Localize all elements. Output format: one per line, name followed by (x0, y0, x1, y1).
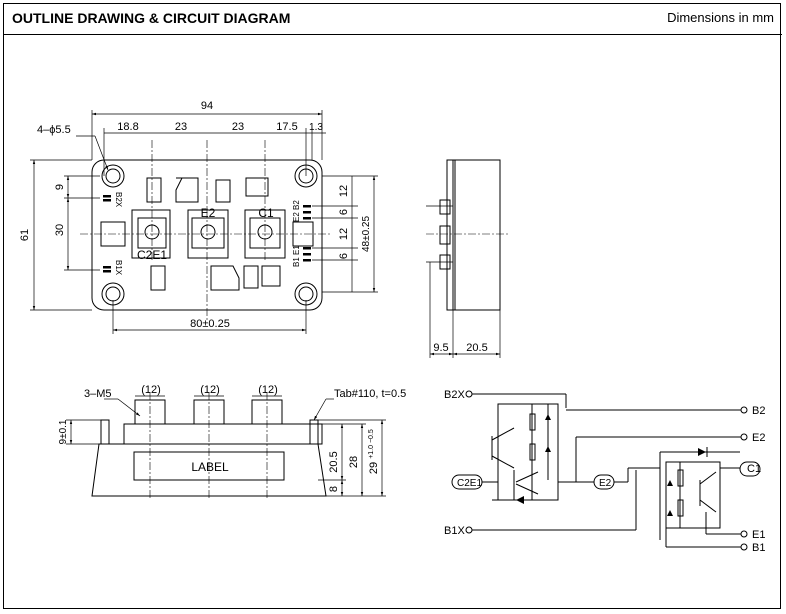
drawing-frame (3, 3, 781, 609)
front-label-text: LABEL (191, 460, 229, 474)
dim-seg-5: 1.3 (309, 122, 323, 133)
dim-r-6a: 6 (338, 209, 350, 215)
dim-overall-width: 94 (201, 100, 213, 112)
pin-label-b2x: B2X (444, 389, 465, 401)
dim-r-12a: 12 (338, 185, 350, 197)
pin-label-c2e1: C2E1 (457, 478, 482, 489)
dim-h-28: 28 (348, 456, 360, 468)
circuit-diagram: B2X B2 E2 C2E1 E2 C1 (444, 389, 765, 554)
dim-h-20-5: 20.5 (328, 451, 340, 472)
dim-seg-3: 23 (232, 121, 244, 133)
dim-h-9: 9±0.1 (58, 419, 69, 444)
pin-label-b1: B1 (752, 542, 765, 554)
body-slots (100, 177, 314, 291)
terminal-label-b1e1: B1 E1 (292, 245, 301, 267)
terminal-label-e2b2: E2 B2 (292, 200, 301, 222)
dim-r-12b: 12 (338, 228, 350, 240)
pin-label-e1: E1 (752, 529, 765, 541)
dim-width-3: (12) (258, 384, 278, 396)
terminal-label-c1: C1 (258, 206, 274, 220)
dim-width-1: (12) (141, 384, 161, 396)
dim-r-48: 48±0.25 (361, 216, 372, 253)
terminal-label-b2x: B2X (114, 192, 123, 208)
dim-top-offset: 9 (54, 184, 66, 190)
dim-hole-spec: 4–ϕ5.5 (37, 124, 71, 136)
dim-tab-spec: Tab#110, t=0.5 (334, 388, 406, 400)
dim-seg-4: 17.5 (276, 121, 297, 133)
dim-r-6b: 6 (338, 253, 350, 259)
header-divider (4, 34, 782, 35)
side-body (452, 159, 501, 311)
dim-seg-2: 23 (175, 121, 187, 133)
dim-side-d2: 20.5 (466, 342, 487, 354)
dim-h-8: 8 (328, 486, 340, 492)
dim-screw-spec: 3–M5 (84, 388, 112, 400)
terminal-label-b1x: B1X (114, 260, 123, 276)
page-title: OUTLINE DRAWING & CIRCUIT DIAGRAM (12, 10, 291, 26)
dim-seg-1: 18.8 (117, 121, 138, 133)
dim-width-2: (12) (200, 384, 220, 396)
terminal-label-c2e1: C2E1 (137, 248, 167, 262)
front-view: LABEL 3–M5 (12) (12) (12) Tab#110, t=0.5… (58, 384, 406, 500)
side-view: 9.5 20.5 (426, 159, 508, 358)
pin-label-e2: E2 (752, 432, 765, 444)
aux-pins (103, 195, 311, 273)
terminal-label-e2: E2 (201, 206, 216, 220)
node-label-e2: E2 (599, 478, 612, 489)
dim-overall-height: 61 (19, 229, 31, 241)
units-note: Dimensions in mm (667, 10, 774, 25)
dim-h-29-tol: +1.0 −0.5 (368, 429, 375, 459)
pin-label-c1: C1 (747, 463, 761, 475)
dim-hole-pitch-h: 80±0.25 (190, 318, 230, 330)
dim-side-d1: 9.5 (433, 342, 448, 354)
dim-hole-pitch-v: 30 (54, 224, 66, 236)
pin-label-b2: B2 (752, 405, 765, 417)
dim-h-29: 29 (368, 462, 380, 474)
top-view: E2 C1 C2E1 B2X B1X E2 B2 B1 E1 94 18.8 2… (19, 100, 378, 334)
pin-label-b1x: B1X (444, 525, 465, 537)
